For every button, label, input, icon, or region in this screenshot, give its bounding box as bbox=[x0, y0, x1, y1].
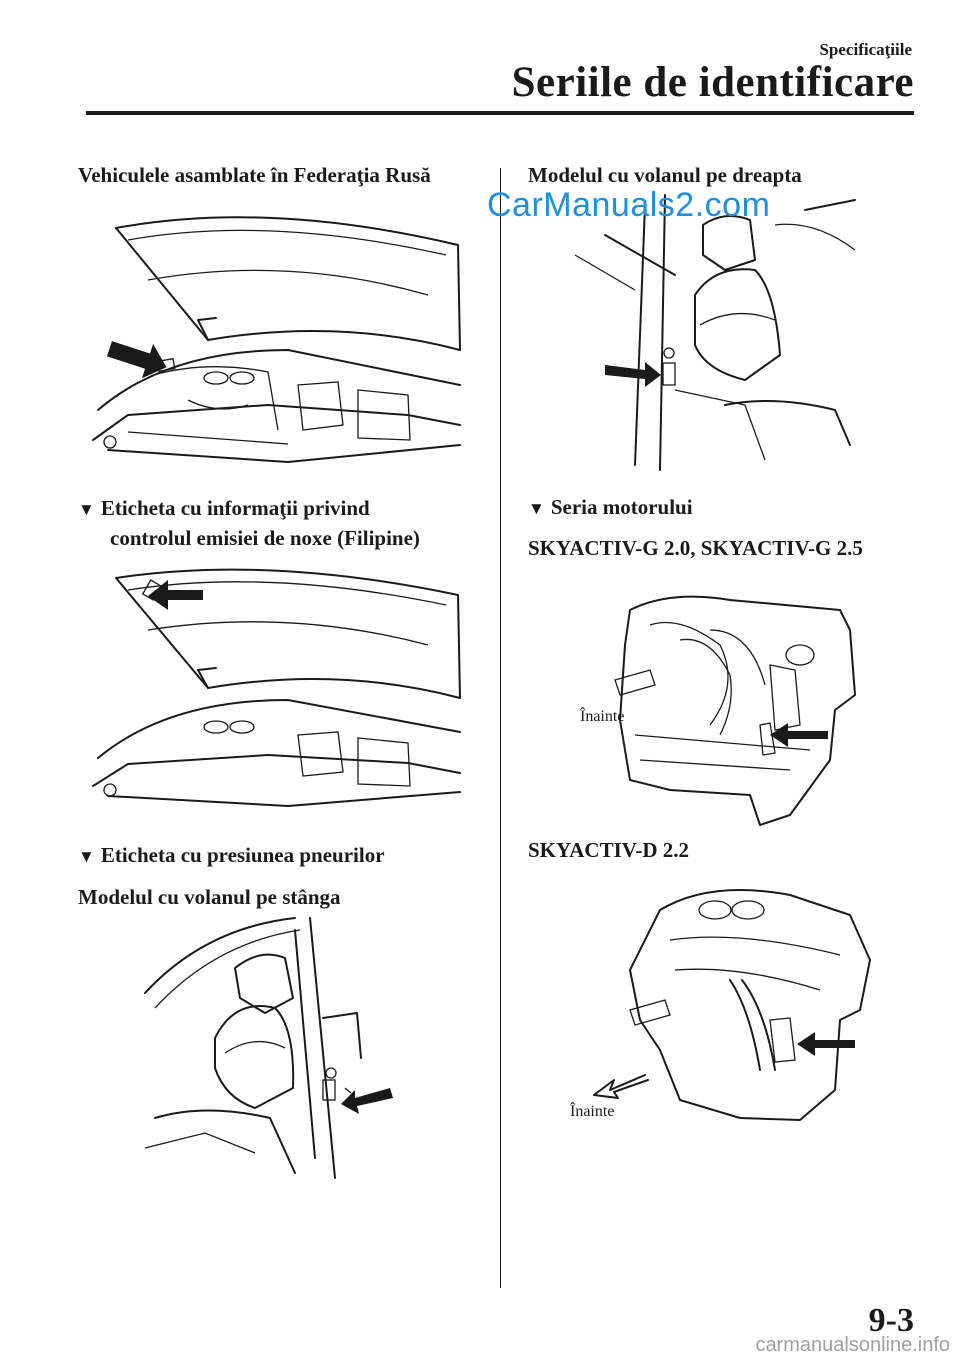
door-pillar-illustration-right bbox=[574, 194, 856, 471]
bullet-icon: ▼ bbox=[528, 499, 545, 518]
door-pillar-illustration-left bbox=[144, 917, 393, 1179]
engine-bay-illustration-russia bbox=[92, 216, 461, 463]
heading-tire-text: Eticheta cu presiunea pneurilor bbox=[100, 843, 385, 867]
watermark-logo: CarManuals2.com bbox=[487, 186, 771, 224]
heading-emission-line2: controlul emisiei de noxe (Filipine) bbox=[110, 526, 420, 550]
header-divider bbox=[86, 111, 914, 115]
page-number: 9-3 bbox=[868, 1302, 914, 1339]
engine-illustration-skyactiv-g bbox=[614, 595, 856, 826]
engine-bay-illustration-emission bbox=[92, 568, 461, 807]
heading-skyactiv-g: SKYACTIV-G 2.0, SKYACTIV-G 2.5 bbox=[528, 536, 863, 560]
engine-illustration-skyactiv-d bbox=[629, 889, 871, 1121]
heading-emission-line1: Eticheta cu informaţii privind bbox=[100, 496, 370, 520]
forward-arrow-icon-d bbox=[593, 1074, 649, 1099]
heading-emission-label: ▼ Eticheta cu informaţii privind bbox=[78, 493, 370, 525]
heading-skyactiv-d: SKYACTIV-D 2.2 bbox=[528, 838, 690, 862]
bullet-icon: ▼ bbox=[78, 500, 95, 519]
section-label: Specificaţiile bbox=[819, 40, 912, 59]
bullet-icon: ▼ bbox=[78, 847, 95, 866]
heading-right-hand-drive: Modelul cu volanul pe dreapta bbox=[528, 163, 802, 187]
watermark-url: carmanualsonline.info bbox=[755, 1334, 950, 1356]
heading-engine-text: Seria motorului bbox=[550, 495, 693, 519]
caption-forward-d: Înainte bbox=[570, 1103, 615, 1120]
heading-engine-serial: ▼ Seria motorului bbox=[528, 492, 693, 524]
column-divider bbox=[500, 168, 501, 1288]
heading-left-hand-drive: Modelul cu volanul pe stânga bbox=[78, 885, 341, 909]
caption-forward-g: Înainte bbox=[580, 708, 625, 725]
heading-russia-assembled: Vehiculele asamblate în Federaţia Rusă bbox=[78, 163, 431, 187]
heading-tire-pressure: ▼ Eticheta cu presiunea pneurilor bbox=[78, 840, 385, 872]
page-title: Seriile de identificare bbox=[511, 59, 914, 106]
